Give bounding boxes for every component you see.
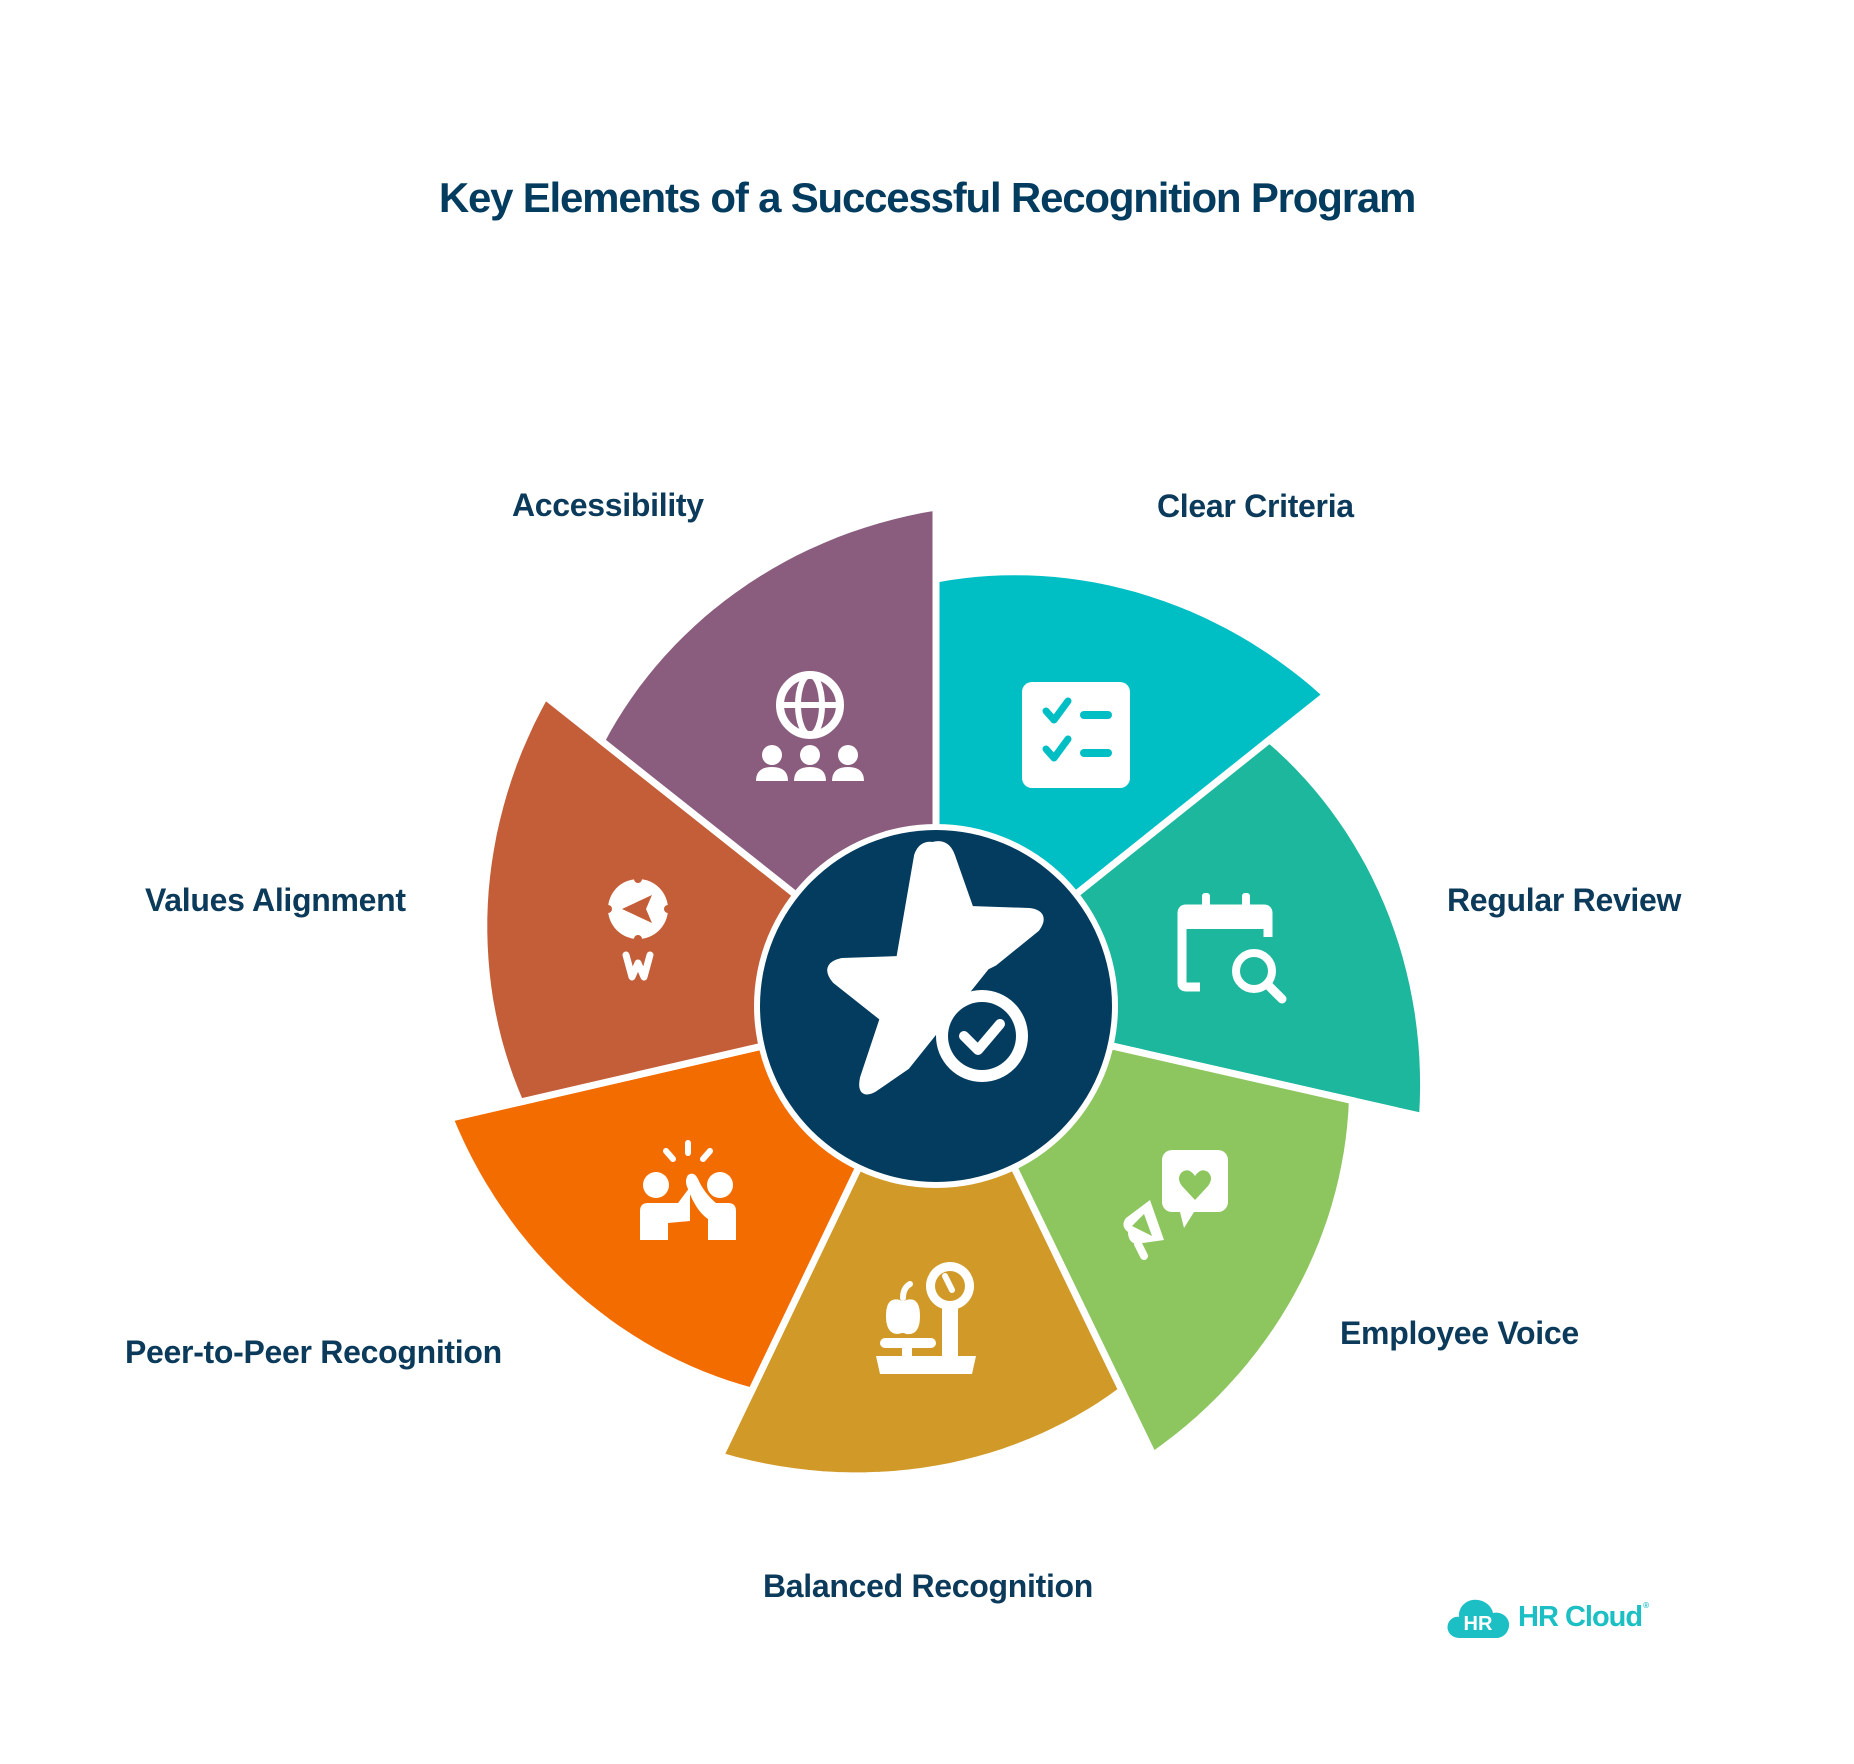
- cloud-icon: HR: [1447, 1599, 1510, 1638]
- compass-icon: [604, 875, 672, 981]
- high-five-icon: [640, 1140, 736, 1240]
- globe-people-icon: [756, 671, 864, 781]
- logo-text: HR Cloud®: [1518, 1600, 1649, 1634]
- logo-badge-text: HR: [1464, 1613, 1493, 1635]
- logo-wordmark: HR Cloud: [1518, 1600, 1643, 1633]
- megaphone-heart-icon: [1123, 1150, 1228, 1260]
- label-regular-review: Regular Review: [1447, 882, 1682, 918]
- label-peer-to-peer-recognition: Peer-to-Peer Recognition: [125, 1334, 502, 1370]
- scale-apple-icon: [876, 1262, 976, 1374]
- segment-balanced-recognition: [715, 997, 1127, 1480]
- wheel-icons: [604, 671, 1287, 1374]
- hr-cloud-logo: HR HR Cloud®: [1446, 1592, 1649, 1642]
- registered-mark: ®: [1643, 1600, 1649, 1610]
- label-accessibility: Accessibility: [512, 487, 704, 523]
- page-title: Key Elements of a Successful Recognition…: [438, 174, 1417, 221]
- label-balanced-recognition: Balanced Recognition: [763, 1568, 1094, 1604]
- label-employee-voice: Employee Voice: [1340, 1315, 1579, 1351]
- label-values-alignment: Values Alignment: [145, 882, 406, 918]
- center-hub: [754, 824, 1118, 1188]
- checklist-icon: [1022, 682, 1130, 788]
- calendar-search-icon: [1177, 893, 1287, 1004]
- star-check-icon: [827, 841, 1044, 1095]
- label-clear-criteria: Clear Criteria: [1157, 488, 1354, 524]
